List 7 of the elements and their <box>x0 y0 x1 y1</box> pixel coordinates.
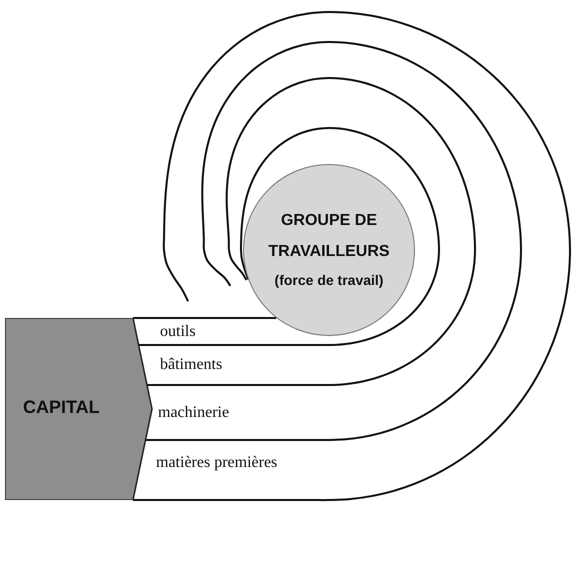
band-label: bâtiments <box>160 356 222 374</box>
circle-subtext: (force de travail) <box>274 271 384 290</box>
circle-heading: GROUPE DE TRAVAILLEURS <box>267 211 391 262</box>
band-label: matières premières <box>156 454 278 472</box>
band-label: machinerie <box>158 404 230 422</box>
capital-label: CAPITAL <box>23 397 100 418</box>
band-label: outils <box>160 322 196 340</box>
